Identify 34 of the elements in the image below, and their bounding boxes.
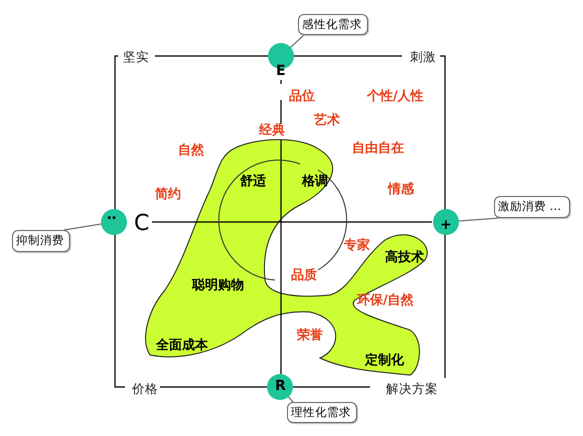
attribute-label: 个性/人性 [367, 89, 424, 104]
axis-letter: C [134, 212, 150, 236]
corner-label: 刺激 [408, 49, 438, 64]
attribute-label: 环保/自然 [357, 293, 414, 308]
blob-label: 格调 [302, 174, 328, 189]
blob-label: 定制化 [365, 353, 404, 368]
corner-label: 价格 [130, 381, 160, 396]
blob-label: 高技术 [385, 250, 424, 265]
leader-line [64, 224, 102, 230]
attribute-label: 荣誉 [297, 328, 323, 343]
callout-bubble: 理性化需求 [287, 402, 357, 423]
attribute-label: 品位 [289, 89, 315, 104]
circle-letter: + [440, 218, 452, 233]
attribute-label: 专家 [344, 238, 370, 253]
attribute-label: 艺术 [314, 113, 340, 128]
attribute-label: 自由自在 [352, 141, 404, 156]
circle-letter: ‥ [107, 208, 116, 223]
leader-line [288, 396, 294, 402]
attribute-label: 简约 [155, 187, 181, 202]
leader-line [290, 34, 304, 48]
leader-line [458, 218, 500, 222]
blob-label: 聪明购物 [192, 278, 244, 293]
attribute-label: 自然 [178, 143, 204, 158]
callout-bubble: 抑制消费 [12, 230, 70, 252]
blob-label: 舒适 [240, 174, 266, 189]
callout-bubble: 激励消费 … [494, 196, 570, 218]
corner-label: 解决方案 [384, 381, 440, 396]
corner-label: 坚实 [121, 49, 151, 64]
blob-label: 全面成本 [156, 338, 208, 353]
attribute-label: 经典 [259, 123, 285, 138]
circle-letter: R [275, 379, 286, 394]
callout-bubble: 感性化需求 [298, 14, 368, 35]
attribute-label: 品质 [291, 268, 317, 283]
attribute-label: 情感 [388, 182, 414, 197]
